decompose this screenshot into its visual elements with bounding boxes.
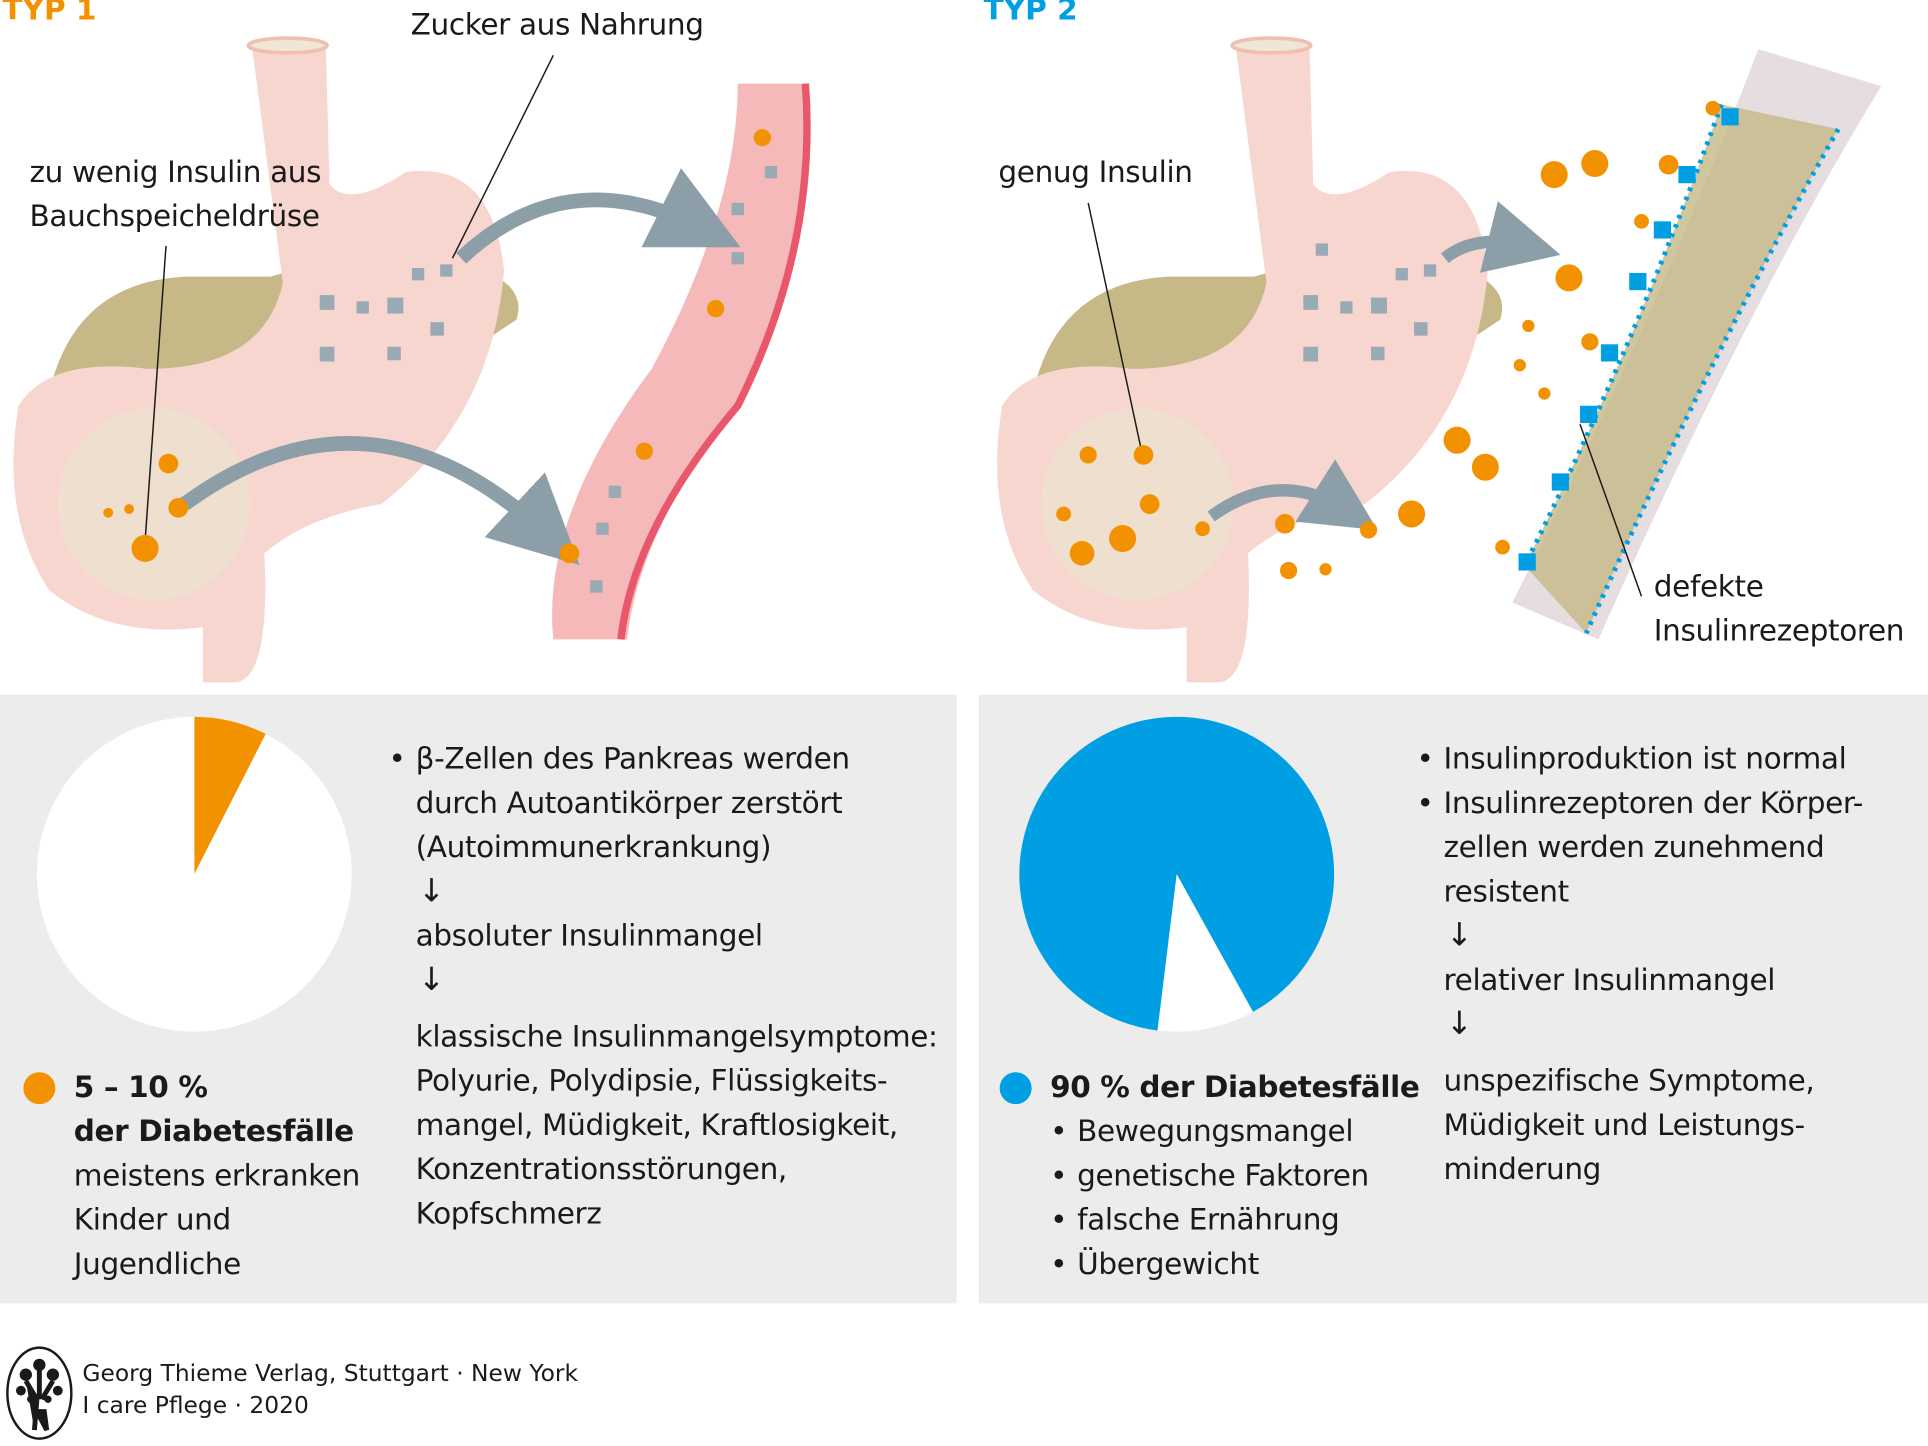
thieme-tree-logo <box>6 1346 73 1440</box>
symptom-line: Müdigkeit und Leistungs- <box>1443 1107 1806 1143</box>
desc-line: Kinder und <box>73 1202 231 1237</box>
desc-line: Jugendliche <box>73 1246 242 1282</box>
bullet-item: Insulinproduktion ist normal <box>1416 737 1920 781</box>
arrow-down-icon: ↓ <box>418 961 445 999</box>
label-sugar-from-food: Zucker aus Nahrung <box>410 7 704 42</box>
bullet-text: (Autoimmunerkrankung) <box>415 829 772 865</box>
pie-slice-main <box>1019 716 1335 1031</box>
bullet-text: Insulinrezeptoren der Körper- <box>1443 785 1864 821</box>
label-defective-receptors: defekte Insulinrezeptoren <box>1653 564 1905 653</box>
type1-percent: 5 – 10 % <box>73 1069 208 1105</box>
bullet-text: resistent <box>1443 874 1570 909</box>
type2-pie-chart <box>1019 716 1335 1032</box>
arrow-down-icon: ↓ <box>1446 1005 1473 1043</box>
label-line: zu wenig Insulin aus <box>29 154 322 190</box>
label-enough-insulin: genug Insulin <box>998 154 1193 190</box>
bullet-text: durch Autoantikörper zerstört <box>415 785 843 821</box>
type2-cases: 90 % der Diabetesfälle <box>1050 1069 1420 1105</box>
type1-pie-chart <box>36 716 352 1032</box>
type2-digestive-illustration <box>997 36 1882 683</box>
symptom-line: klassische Insulinmangelsymptome: <box>415 1019 938 1054</box>
type1-symptoms: klassische Insulinmangelsymptome: Polyur… <box>416 1014 955 1235</box>
type1-title: TYP 1 <box>2 0 97 28</box>
type1-stats: 5 – 10 % der Diabetesfälle meistens erkr… <box>73 1065 361 1286</box>
type2-panel: 90 % der Diabetesfälle Bewegungsmangel g… <box>978 694 1928 1304</box>
cause-item: Bewegungsmangel <box>1050 1109 1419 1153</box>
bullet-text: β-Zellen des Pankreas werden <box>415 741 851 776</box>
publisher: Georg Thieme Verlag, Stuttgart · New Yor… <box>82 1359 579 1387</box>
type1-digestive-illustration <box>13 36 811 683</box>
symptom-line: Polyurie, Polydipsie, Flüssigkeits- <box>415 1063 888 1099</box>
book-title: I care Pflege · 2020 <box>82 1391 309 1419</box>
symptom-line: Konzentrationsstörungen, <box>415 1152 788 1187</box>
symptom-line: Kopfschmerz <box>415 1196 602 1231</box>
type1-panel: 5 – 10 % der Diabetesfälle meistens erkr… <box>0 694 957 1304</box>
type2-title: TYP 2 <box>983 0 1078 28</box>
cause-item: falsche Ernährung <box>1050 1198 1419 1242</box>
type2-description: Insulinproduktion ist normal Insulinreze… <box>1416 737 1920 1192</box>
bullet-item: β-Zellen des Pankreas werden durch Autoan… <box>389 737 955 870</box>
illustration <box>13 36 1882 683</box>
type2-stats: 90 % der Diabetesfälle Bewegungsmangel g… <box>1050 1065 1420 1286</box>
symptom-line: minderung <box>1443 1152 1602 1187</box>
symptom-line: mangel, Müdigkeit, Kraftlosigkeit, <box>415 1107 899 1143</box>
type2-legend-dot <box>999 1072 1032 1105</box>
type1-cases: der Diabetesfälle <box>73 1114 354 1149</box>
type2-symptoms: unspezifische Symptome, Müdigkeit und Le… <box>1444 1059 1921 1192</box>
type2-result: relativer Insulinmangel <box>1443 962 1776 998</box>
arrow-down-icon: ↓ <box>418 873 445 910</box>
label-line: defekte <box>1653 569 1764 604</box>
cause-item: genetische Faktoren <box>1050 1153 1419 1197</box>
footer-credits: Georg Thieme Verlag, Stuttgart · New Yor… <box>82 1357 578 1421</box>
pie-slice-rest <box>36 716 352 1032</box>
label-line: Bauchspeicheldrüse <box>29 199 321 234</box>
cause-item: Übergewicht <box>1050 1242 1419 1286</box>
bullet-text: zellen werden zunehmend <box>1443 829 1825 865</box>
pie-slice-rest <box>1157 874 1254 1032</box>
arrow-down-icon: ↓ <box>1446 917 1473 955</box>
type1-legend-dot <box>23 1072 56 1105</box>
desc-line: meistens erkranken <box>73 1158 361 1193</box>
type1-result: absoluter Insulinmangel <box>415 918 763 953</box>
type1-description: β-Zellen des Pankreas werden durch Autoan… <box>389 737 955 1236</box>
symptom-line: unspezifische Symptome, <box>1443 1063 1815 1099</box>
bullet-item: Insulinrezeptoren der Körper-zellen werd… <box>1416 781 1920 914</box>
label-too-little-insulin: zu wenig Insulin aus Bauchspeicheldrüse <box>30 150 322 239</box>
pie-slice-main <box>194 716 266 875</box>
label-line: Insulinrezeptoren <box>1653 613 1905 648</box>
